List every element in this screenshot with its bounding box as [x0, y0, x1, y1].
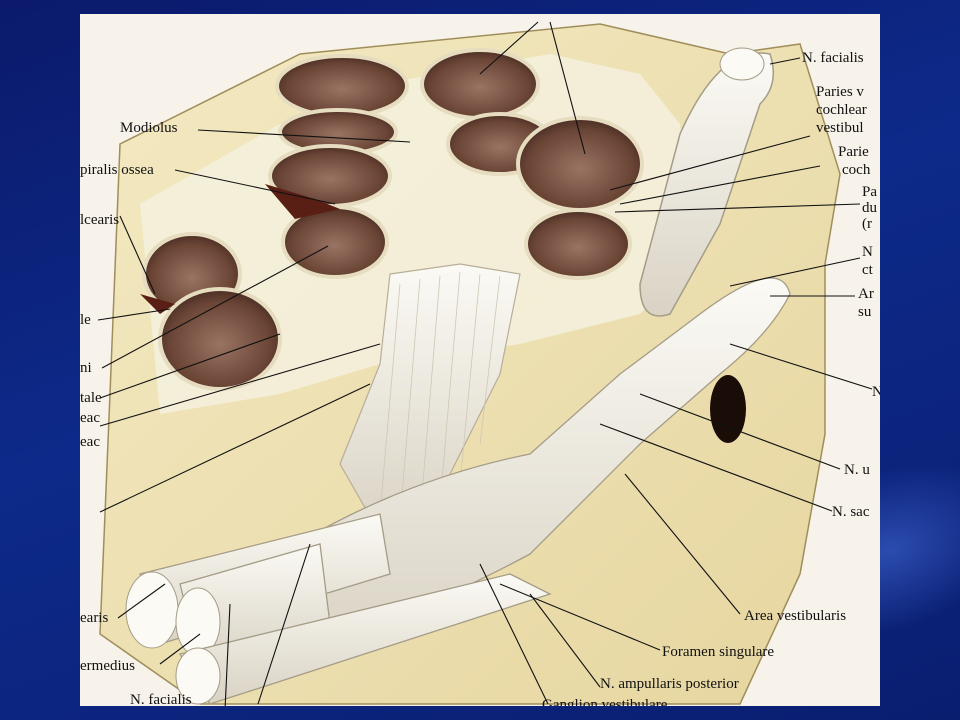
label-paries-cochlearis-2: coch — [842, 162, 871, 178]
label-left-eac-1: eac — [80, 410, 100, 426]
cochlear-canal — [158, 287, 282, 391]
label-paries-vestibularis-3: vestibul — [816, 120, 864, 136]
facial-nerve-cut — [719, 47, 765, 81]
cochlear-canal — [420, 48, 540, 120]
label-n-ampullaris-posterior: N. ampullaris posterior — [600, 676, 739, 692]
label-ar-su-2: su — [858, 304, 872, 320]
internal-acoustic-opening — [710, 375, 746, 443]
cochlear-canal — [275, 54, 409, 118]
facial-nerve-top — [639, 52, 775, 317]
label-ar-su-1: Ar — [858, 286, 874, 302]
label-n-ct-2: ct — [862, 262, 873, 278]
label-cochlearis-bottom: earis — [80, 610, 109, 626]
nerve-cut-surface — [175, 647, 221, 705]
label-n-facialis-top: N. facialis — [802, 50, 864, 66]
label-modiolus: Modiolus — [120, 120, 178, 136]
label-lamina-spiralis-ossea: piralis ossea — [80, 162, 154, 178]
lamina-spiralis-ossea — [140, 294, 175, 314]
label-right-n: N — [872, 384, 880, 400]
label-left-tale: tale — [80, 390, 102, 406]
label-foramen-singulare: Foramen singulare — [662, 644, 775, 660]
label-paries-vestibularis-1: Paries v — [816, 84, 864, 100]
label-n-saccularis: N. sac — [832, 504, 870, 520]
cochlear-canal — [516, 116, 644, 212]
cochlea-drawing — [97, 21, 873, 706]
label-left-le: le — [80, 312, 91, 328]
anatomy-illustration: Modiolus piralis ossea lcearis le ni tal… — [80, 14, 880, 706]
label-area-vestibularis: Area vestibularis — [744, 608, 847, 624]
label-n-facialis-bottom: N. facialis — [130, 692, 192, 706]
cochlear-canal — [524, 208, 632, 280]
label-left-ni: ni — [80, 360, 92, 376]
nerve-cut-surface — [125, 571, 179, 649]
leader-lines — [97, 21, 873, 706]
label-left-eac-2: eac — [80, 434, 100, 450]
label-ganglion-vestibulare: Ganglion vestibulare — [542, 697, 668, 706]
label-pa-1: Pa — [862, 184, 877, 200]
label-paries-vestibularis-2: cochlear — [816, 102, 867, 118]
label-paries-cochlearis-1: Parie — [838, 144, 869, 160]
label-cochlearis-top: lcearis — [80, 212, 120, 228]
label-pa-3: (r — [862, 216, 872, 232]
label-intermedius: ermedius — [80, 658, 135, 674]
nerve-fibres — [379, 271, 501, 520]
label-n-utricularis: N. u — [844, 462, 870, 478]
label-pa-2: du — [862, 200, 877, 216]
label-n-ct-1: N — [862, 244, 873, 260]
